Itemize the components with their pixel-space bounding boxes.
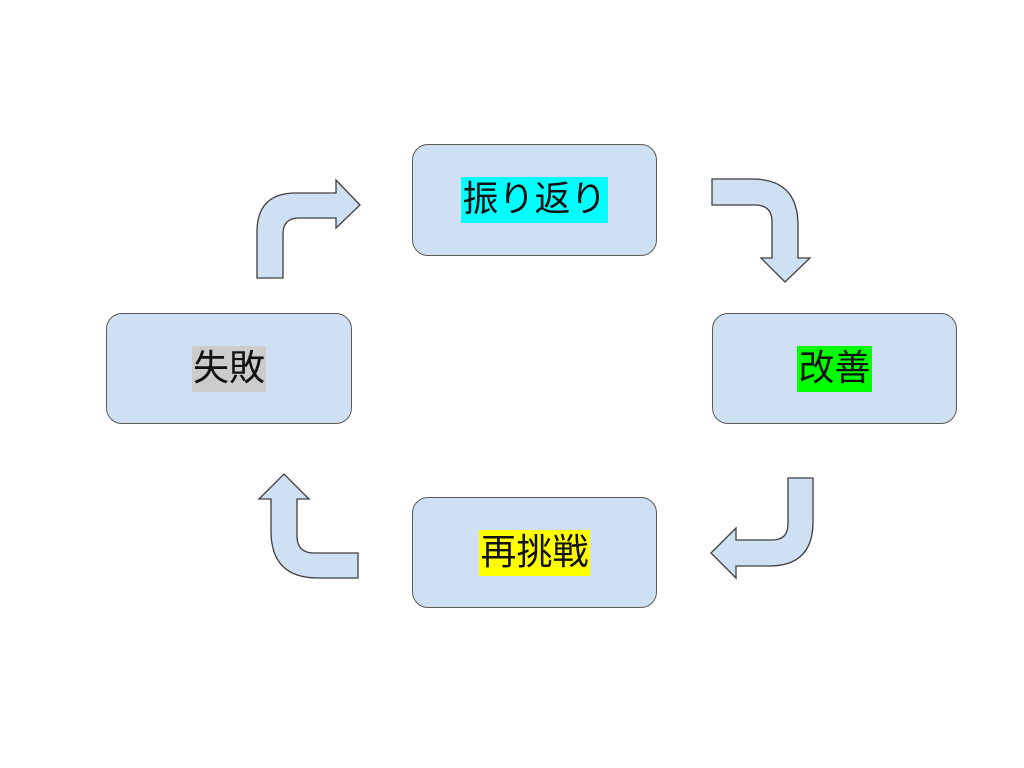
node-failure-label: 失敗: [191, 345, 266, 392]
arrow-retry-to-failure: [257, 473, 359, 579]
node-retry: 再挑戦: [412, 497, 657, 608]
node-reflection: 振り返り: [412, 144, 657, 256]
node-reflection-label: 振り返り: [461, 177, 608, 223]
arrow-reflection-to-improvement: [711, 178, 812, 283]
node-failure: 失敗: [106, 313, 352, 424]
node-improvement: 改善: [712, 313, 957, 424]
node-improvement-label: 改善: [797, 345, 872, 392]
node-retry-label: 再挑戦: [479, 529, 590, 576]
arrow-improvement-to-retry: [710, 477, 814, 580]
arrow-failure-to-reflection: [256, 178, 361, 279]
